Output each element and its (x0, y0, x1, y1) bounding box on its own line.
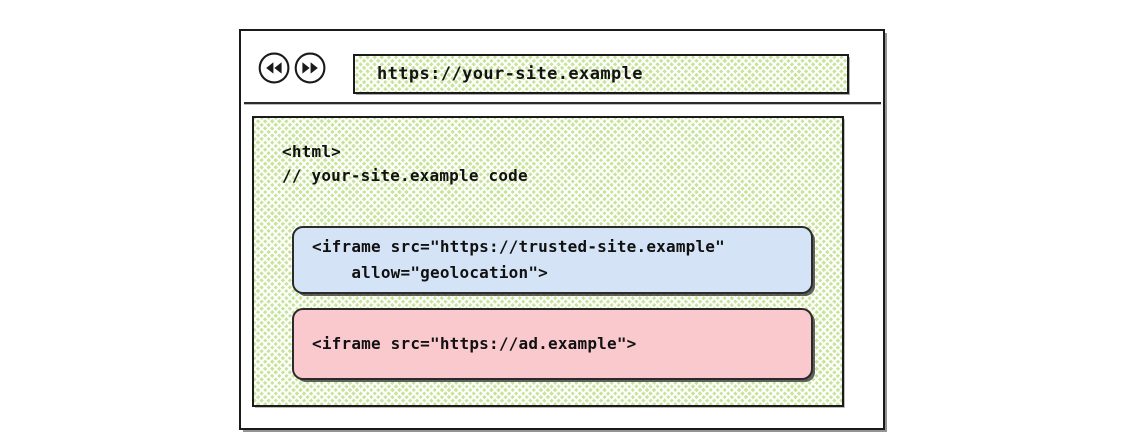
fast-forward-icon[interactable] (293, 51, 327, 85)
toolbar-separator (244, 102, 881, 105)
page-content-area: <html> // your-site.example code <iframe… (252, 116, 844, 407)
ad-iframe[interactable]: <iframe src="https://ad.example"> (292, 308, 813, 380)
trusted-site-iframe[interactable]: <iframe src="https://trusted-site.exampl… (292, 226, 813, 294)
navigation-buttons (257, 51, 327, 85)
trusted-site-iframe-code: <iframe src="https://trusted-site.exampl… (312, 237, 725, 282)
code-line-comment: // your-site.example code (282, 166, 528, 185)
url-bar[interactable]: https://your-site.example (353, 54, 849, 94)
rewind-icon[interactable] (257, 51, 291, 85)
code-line-html-tag: <html> (282, 142, 341, 161)
ad-iframe-code: <iframe src="https://ad.example"> (312, 334, 637, 353)
browser-window: https://your-site.example <html> // your… (239, 29, 885, 430)
browser-toolbar: https://your-site.example (241, 31, 883, 102)
url-text: https://your-site.example (377, 64, 643, 84)
page-source-code: <html> // your-site.example code (282, 140, 802, 188)
